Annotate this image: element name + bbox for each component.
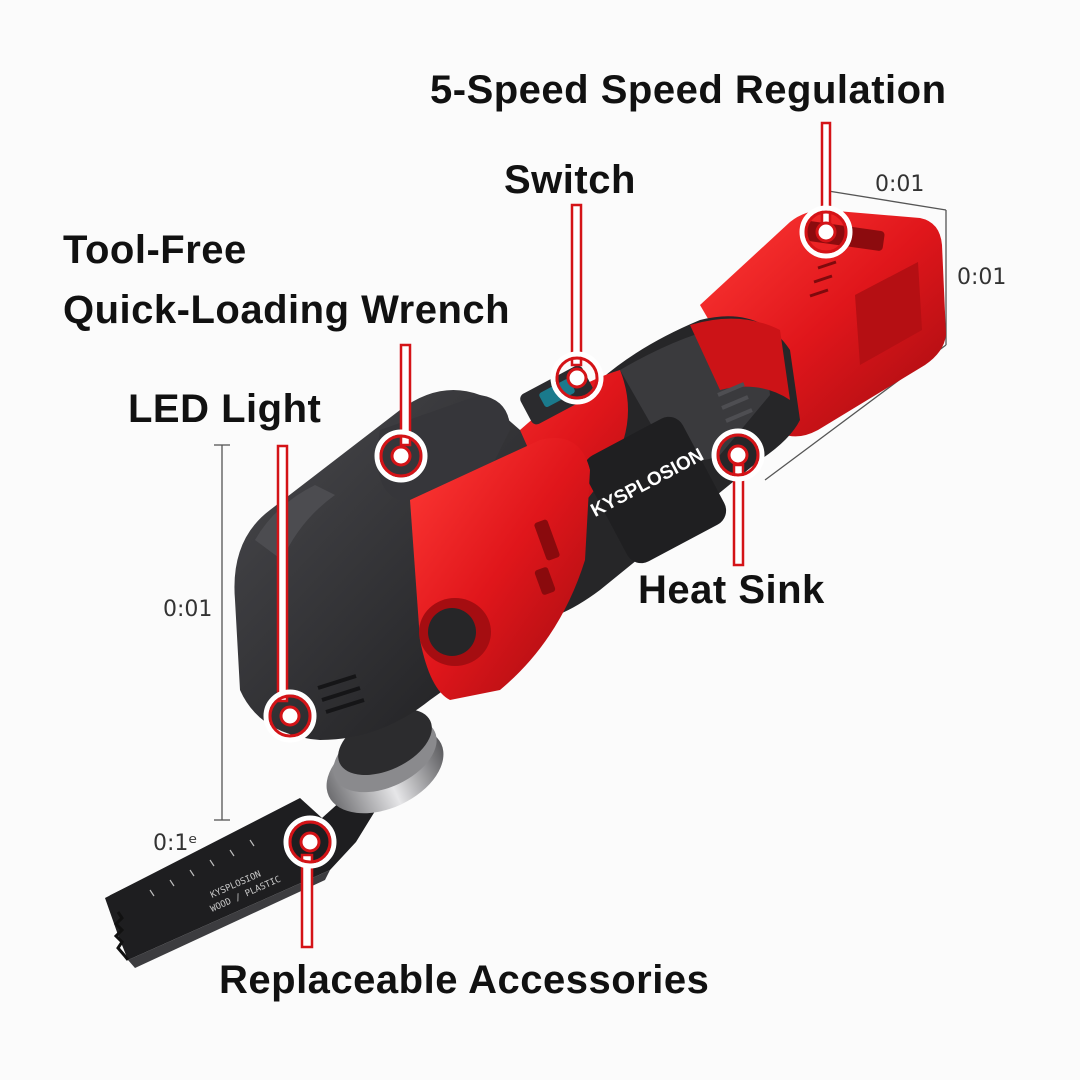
- pointer-heat-sink: [711, 428, 765, 567]
- pointer-wrench: [374, 343, 428, 483]
- pointer-switch: [550, 203, 604, 405]
- pointer-speed-regulation: [799, 121, 853, 259]
- dimension-top: 0:01: [875, 172, 925, 197]
- label-heat-sink: Heat Sink: [638, 568, 825, 612]
- motor-head: [234, 390, 590, 740]
- label-replaceable-accessories: Replaceable Accessories: [219, 958, 710, 1002]
- label-wrench-line2: Quick-Loading Wrench: [63, 288, 511, 332]
- label-speed-regulation: 5-Speed Speed Regulation: [430, 68, 947, 112]
- label-wrench-line1: Tool-Free: [63, 228, 247, 272]
- label-switch: Switch: [504, 158, 636, 202]
- dimension-blade: 0:1ᵉ: [153, 831, 198, 856]
- oscillating-blade: [105, 742, 408, 968]
- dimension-left: 0:01: [163, 597, 213, 622]
- pointer-led: [263, 444, 317, 743]
- label-led-light: LED Light: [128, 387, 322, 431]
- callout-pointers: [263, 121, 853, 949]
- pointer-replaceable: [283, 815, 337, 949]
- dimension-right: 0:01: [957, 265, 1007, 290]
